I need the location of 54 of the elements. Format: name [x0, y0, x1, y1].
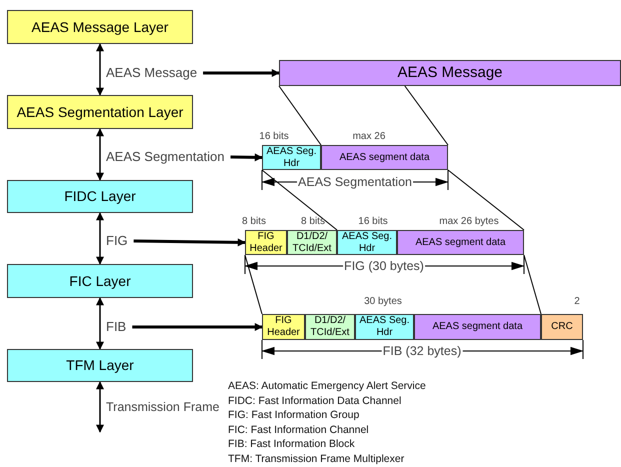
field-cell: AEAS segment data	[397, 230, 524, 255]
arrow	[96, 381, 104, 433]
arrow	[96, 212, 104, 265]
field-cell: D1/D2/ TCId/Ext	[287, 230, 337, 255]
layer-box: AEAS Message Layer	[7, 10, 193, 44]
arrow	[134, 238, 246, 246]
connector-line	[244, 254, 262, 314]
connector-line	[404, 86, 448, 146]
legend-note: FIG: Fast Information Group	[228, 408, 360, 422]
dimension-label: AEAS Segmentation	[297, 175, 413, 190]
flow-label: AEAS Message	[106, 64, 198, 82]
flow-label: FIG	[106, 232, 128, 250]
field-cell: AEAS Seg. Hdr	[355, 314, 414, 340]
connector-line	[448, 170, 524, 230]
size-label: 16 bits	[259, 131, 289, 143]
message-bar: AEAS Message	[279, 60, 621, 86]
field-cell: CRC	[541, 314, 583, 340]
field-cell: FIG Header	[245, 230, 287, 255]
connector-line	[524, 254, 542, 314]
size-label: 16 bits	[358, 216, 388, 228]
arrow	[132, 323, 263, 331]
edge-label: Transmission Frame	[106, 399, 220, 415]
field-cell: FIG Header	[262, 314, 305, 340]
size-label: 8 bits	[301, 216, 325, 228]
arrow	[96, 43, 104, 96]
layer-box: TFM Layer	[7, 349, 193, 382]
size-label: 30 bytes	[364, 296, 402, 308]
size-label: 8 bits	[242, 216, 266, 228]
dimension-label: FIG (30 bytes)	[343, 259, 425, 274]
size-label: max 26 bytes	[439, 216, 499, 228]
legend-note: FIC: Fast Information Channel	[228, 422, 369, 436]
size-label: 2	[574, 296, 580, 308]
field-cell: AEAS segment data	[414, 314, 541, 340]
arrow	[96, 128, 104, 181]
field-cell: AEAS Seg. Hdr	[337, 230, 397, 255]
size-label: max 26	[352, 131, 386, 143]
field-cell: AEAS segment data	[321, 145, 448, 170]
legend-note: AEAS: Automatic Emergency Alert Service	[228, 379, 426, 393]
flow-label: FIB	[106, 318, 126, 336]
layer-box: AEAS Segmentation Layer	[7, 95, 193, 129]
layer-box: FIC Layer	[7, 264, 193, 298]
legend-note: FIB: Fast Information Block	[228, 437, 355, 451]
connector-line	[278, 86, 322, 146]
flow-label: AEAS Segmentation	[106, 148, 225, 166]
arrow	[230, 153, 263, 162]
layer-box: FIDC Layer	[7, 180, 193, 213]
field-cell: AEAS Seg. Hdr	[262, 145, 321, 170]
field-cell: D1/D2/ TCId/Ext	[305, 314, 355, 340]
connector-line	[262, 170, 338, 230]
dimension-label: FIB (32 bytes)	[382, 344, 462, 359]
arrow	[203, 69, 280, 77]
legend-note: FIDC: Fast Information Data Channel	[228, 394, 402, 408]
arrow	[96, 297, 104, 350]
legend-note: TFM: Transmission Frame Multiplexer	[228, 452, 404, 466]
